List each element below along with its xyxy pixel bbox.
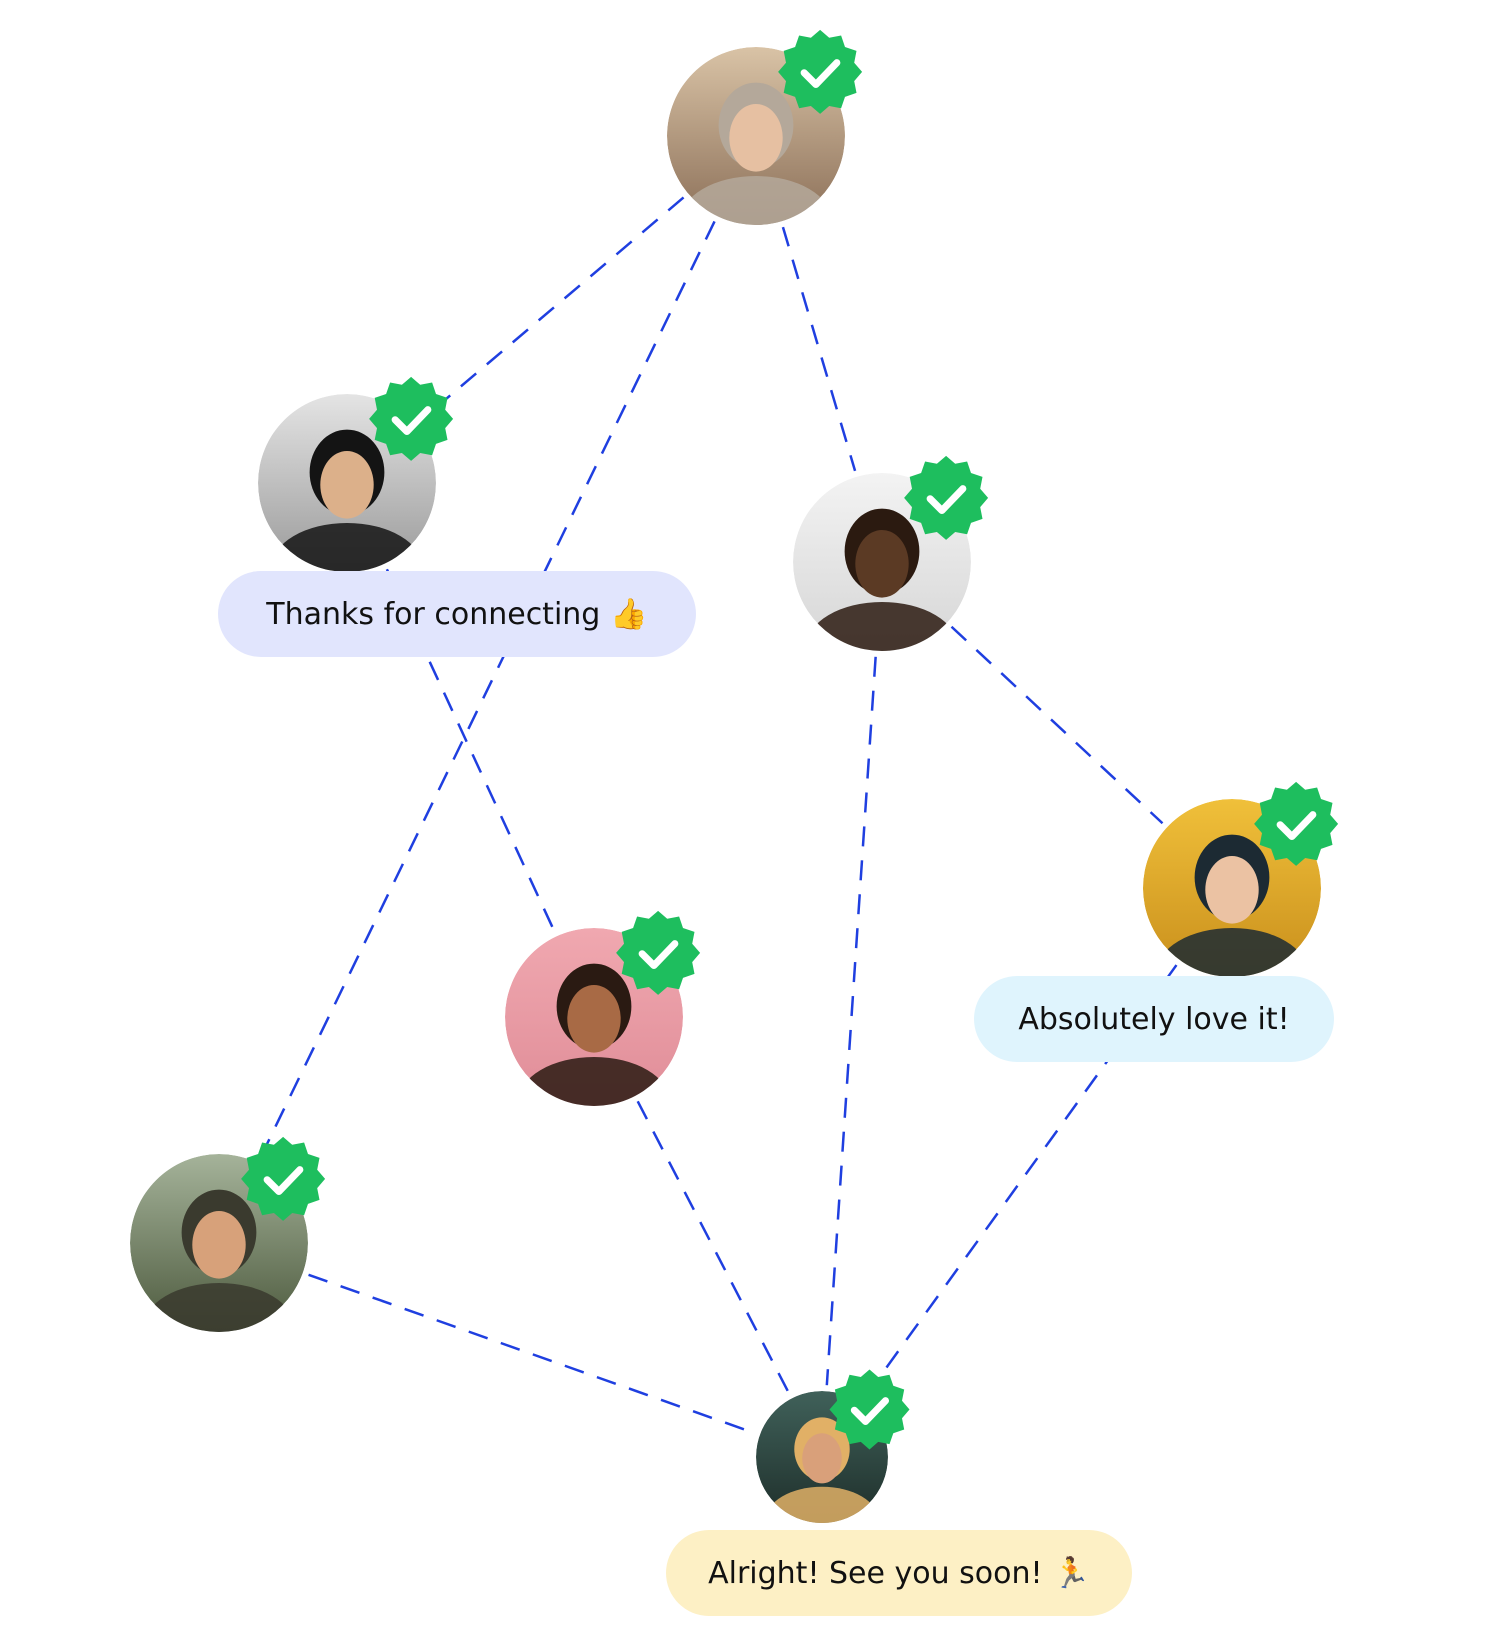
- checkmark-icon: [1276, 811, 1317, 841]
- checkmark-icon: [850, 1397, 890, 1425]
- chat-bubble-text: Absolutely love it!: [1018, 1001, 1290, 1037]
- chat-bubble-text: Thanks for connecting: [266, 596, 601, 632]
- verified-badge-shape: [904, 455, 989, 540]
- connection-line: [781, 226, 857, 472]
- avatar-shoulders: [271, 523, 423, 572]
- checkmark-icon: [391, 406, 432, 436]
- verified-badge-icon: [778, 29, 863, 114]
- connection-lines: [259, 196, 1178, 1435]
- chat-bubble-see-you: Alright! See you soon! 🏃: [666, 1530, 1132, 1616]
- connection-line: [825, 656, 877, 1386]
- verified-badge-shape: [778, 29, 863, 114]
- verified-badge-icon: [904, 455, 989, 540]
- avatar-shoulders: [1156, 928, 1308, 977]
- chat-bubble-text: Alright! See you soon!: [708, 1555, 1043, 1591]
- avatar-child-curly-hair[interactable]: [756, 1369, 910, 1553]
- avatar-face: [1205, 855, 1259, 924]
- verified-badge-icon: [241, 1136, 326, 1221]
- avatar-face: [855, 529, 909, 598]
- verified-badge-icon: [616, 910, 701, 995]
- verified-badge-icon: [369, 376, 454, 461]
- avatar-shoulders: [143, 1283, 295, 1332]
- avatar-face: [567, 984, 621, 1053]
- avatar-face: [320, 450, 374, 519]
- avatar-face: [192, 1210, 246, 1279]
- verified-badge-shape: [616, 910, 701, 995]
- avatar-shoulders: [806, 602, 958, 651]
- avatar-shoulders: [518, 1057, 670, 1106]
- avatar-hijab-woman[interactable]: [667, 29, 863, 265]
- verified-badge-icon: [829, 1369, 910, 1450]
- checkmark-icon: [800, 59, 841, 89]
- avatar-face: [729, 103, 783, 172]
- avatar-man-cap[interactable]: [130, 1136, 326, 1372]
- chat-bubble-thanks: Thanks for connecting 👍: [218, 571, 696, 657]
- avatar-woman-yellow-wall[interactable]: [1143, 781, 1339, 1017]
- avatar-smiling-man-teal-shirt[interactable]: [793, 455, 989, 691]
- connection-line: [950, 625, 1164, 825]
- avatar-woman-curly-hair-glasses[interactable]: [505, 910, 701, 1146]
- people-nodes: [130, 29, 1339, 1553]
- connection-line: [863, 964, 1178, 1400]
- running-emoji: 🏃: [1052, 1555, 1090, 1591]
- connection-line: [308, 1273, 755, 1435]
- verified-badge-shape: [1254, 781, 1339, 866]
- connection-line: [636, 1100, 790, 1394]
- verified-badge-shape: [369, 376, 454, 461]
- avatar-face: [802, 1433, 842, 1484]
- thumbs-up-emoji: 👍: [610, 596, 648, 632]
- connection-line: [259, 220, 716, 1159]
- chat-bubble-love: Absolutely love it!: [974, 976, 1334, 1062]
- verified-badge-shape: [241, 1136, 326, 1221]
- verified-badge-icon: [1254, 781, 1339, 866]
- avatar-man-black-beanie[interactable]: [258, 376, 454, 612]
- avatar-shoulders: [680, 176, 832, 225]
- checkmark-icon: [263, 1166, 304, 1196]
- checkmark-icon: [926, 485, 967, 515]
- avatar-shoulders: [765, 1486, 879, 1523]
- connection-line: [418, 196, 685, 423]
- checkmark-icon: [638, 940, 679, 970]
- verified-badge-shape: [829, 1369, 910, 1450]
